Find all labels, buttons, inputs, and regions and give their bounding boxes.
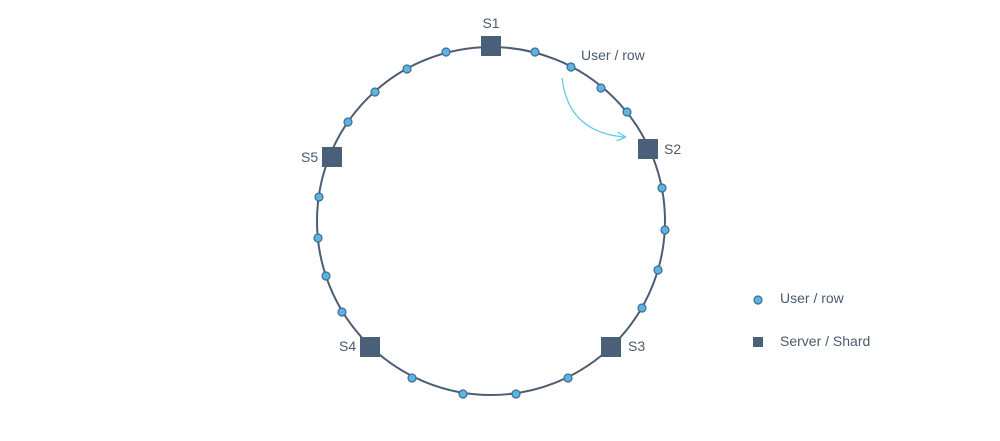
user-row-dot (370, 87, 380, 97)
legend-user-label: User / row (780, 290, 845, 306)
server-label-s1: S1 (482, 15, 499, 31)
user-row-dot (566, 62, 576, 72)
server-node-s1 (481, 36, 501, 56)
annotation-label: User / row (581, 47, 646, 63)
user-row-dot (653, 265, 663, 275)
legend-user-marker (753, 295, 763, 305)
user-row-dot (337, 307, 347, 317)
user-row-dot (402, 64, 412, 74)
server-label-s4: S4 (339, 338, 356, 354)
user-row-dot (458, 389, 468, 399)
servers-group (322, 36, 658, 357)
user-row-dot (660, 225, 670, 235)
user-row-dot (407, 373, 417, 383)
server-node-s3 (601, 337, 621, 357)
user-row-dot (441, 47, 451, 57)
user-row-dot (530, 47, 540, 57)
legend-server-marker (753, 337, 763, 347)
mapping-arrow (561, 77, 625, 137)
user-row-dot (313, 233, 323, 243)
user-row-dot (511, 389, 521, 399)
legend-server-label: Server / Shard (780, 333, 870, 349)
server-labels-group: S1 S2 S3 S4 S5 (301, 15, 681, 354)
user-row-dot (563, 373, 573, 383)
user-row-dot (596, 83, 606, 93)
user-dots-group (313, 47, 670, 399)
user-row-dot (622, 107, 632, 117)
server-node-s5 (322, 147, 342, 167)
user-row-dot (314, 192, 324, 202)
user-row-dot (637, 303, 647, 313)
user-row-dot (321, 271, 331, 281)
user-row-dot (343, 117, 353, 127)
user-row-dot (657, 183, 667, 193)
server-node-s2 (638, 139, 658, 159)
server-node-s4 (360, 337, 380, 357)
server-label-s5: S5 (301, 149, 318, 165)
legend: User / row Server / Shard (753, 290, 870, 349)
server-label-s3: S3 (628, 338, 645, 354)
server-label-s2: S2 (664, 141, 681, 157)
